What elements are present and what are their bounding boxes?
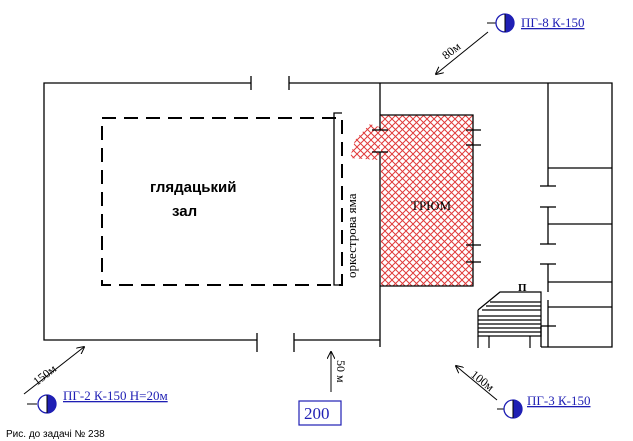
arrow-icon (23, 347, 84, 395)
arrow-bottom-right: 100м (456, 366, 498, 401)
hatch-spill (350, 124, 383, 160)
hydrant-bottom-right: ПГ-3 К-150 (497, 393, 590, 419)
hall-outline (101, 117, 343, 286)
figure-caption: Рис. до задачі № 238 (6, 429, 105, 440)
arrow-icon (436, 31, 489, 74)
hydrant-bottom-left: ПГ-2 К-150 Н=20м (27, 388, 168, 414)
arrow-top: 80м (436, 31, 489, 74)
interior-walls (372, 83, 612, 347)
hydrant-bottom-left-label: ПГ-2 К-150 Н=20м (63, 388, 168, 403)
hold-hatched-area (381, 115, 473, 286)
hall-label-line2: зал (172, 203, 197, 220)
orchestra-pit (333, 112, 342, 286)
distance-bottom-left: 150м (30, 361, 59, 388)
stair-mark: П (518, 282, 527, 294)
hydrant-top: ПГ-8 К-150 (487, 13, 584, 33)
orchestra-pit-label: оркестрова яма (344, 193, 359, 278)
value-box: 200 (298, 400, 342, 426)
hydrant-icon (27, 394, 57, 414)
distance-bottom-right: 100м (468, 367, 497, 394)
distance-top: 80м (439, 39, 463, 62)
staircase (477, 291, 542, 348)
hydrant-icon (497, 399, 523, 419)
distance-bottom-center: 50 м (334, 360, 348, 383)
arrow-bottom-center: 50 м (331, 352, 348, 392)
hold-label: ТРЮМ (411, 198, 452, 213)
arrow-icon (456, 366, 498, 401)
arrow-bottom-left: 150м (23, 347, 84, 395)
hydrant-icon (487, 13, 515, 33)
outer-walls (43, 76, 613, 352)
hall-label-line1: глядацький (150, 179, 236, 196)
hydrant-bottom-right-label: ПГ-3 К-150 (527, 393, 590, 408)
hydrant-top-label: ПГ-8 К-150 (521, 15, 584, 30)
value-box-text: 200 (304, 404, 330, 423)
